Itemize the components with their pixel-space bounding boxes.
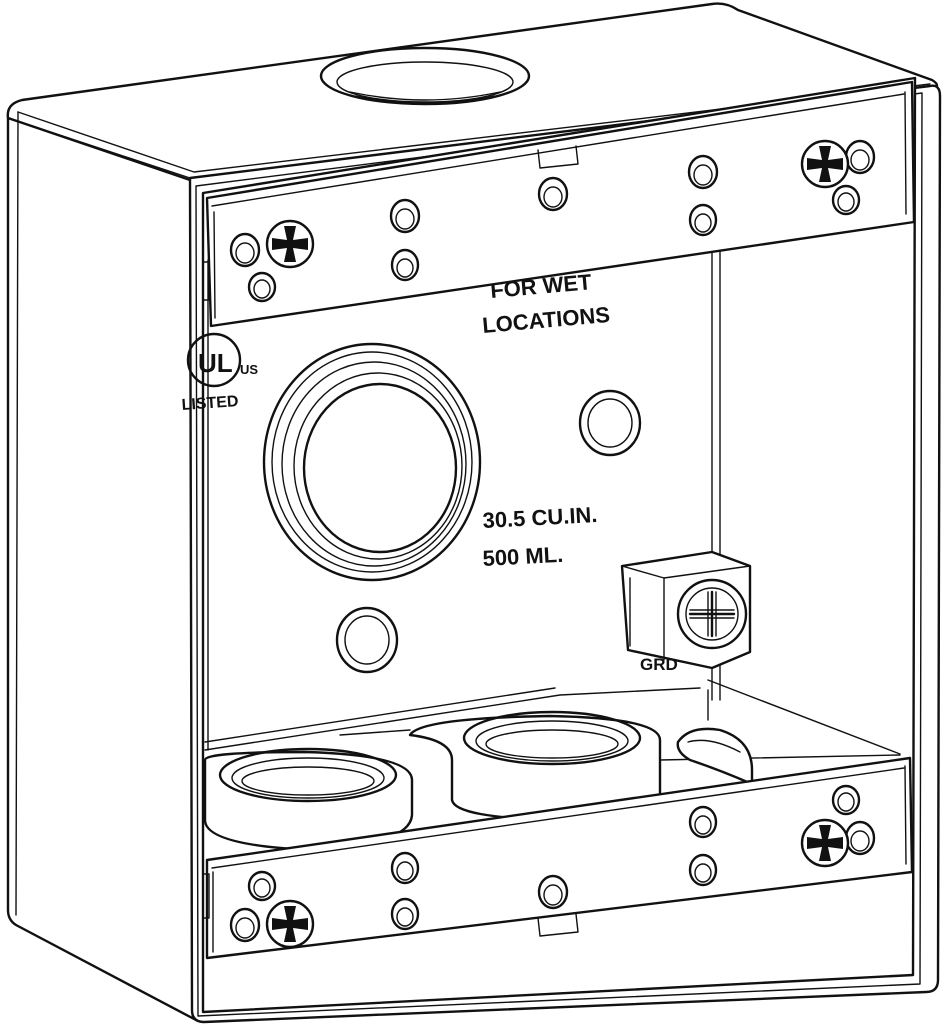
volume-cubic-inches: 30.5 CU.IN. xyxy=(482,502,598,533)
ul-mark-text: UL xyxy=(198,348,233,378)
bottom-threaded-hub-center xyxy=(408,710,662,822)
mounting-boss-right xyxy=(578,389,642,457)
embossed-labels: FOR WET LOCATIONS 30.5 CU.IN. 500 ML. GR… xyxy=(181,269,678,674)
strap-top-screw-right xyxy=(800,139,850,189)
bottom-threaded-hub-left xyxy=(203,747,414,852)
volume-milliliters: 500 ML. xyxy=(482,542,564,571)
strap-top-screw-left xyxy=(265,219,315,269)
mounting-boss-lower xyxy=(335,606,399,674)
ul-listed-mark: UL US LISTED xyxy=(181,332,258,414)
back-wall-knockout-large xyxy=(262,342,482,582)
top-device-strap xyxy=(202,80,916,328)
ground-label: GRD xyxy=(640,655,678,674)
top-threaded-hub xyxy=(319,46,531,106)
box-interior xyxy=(201,76,917,1014)
strap-bottom-screw-left xyxy=(265,899,315,949)
ul-us-text: US xyxy=(240,362,258,377)
ul-listed-text: LISTED xyxy=(181,393,239,414)
strap-bottom-holes xyxy=(229,784,876,943)
bottom-device-strap xyxy=(202,756,914,960)
ground-screw-block xyxy=(620,550,752,670)
strap-top-holes xyxy=(229,139,876,303)
strap-bottom-screw-right xyxy=(800,818,850,868)
